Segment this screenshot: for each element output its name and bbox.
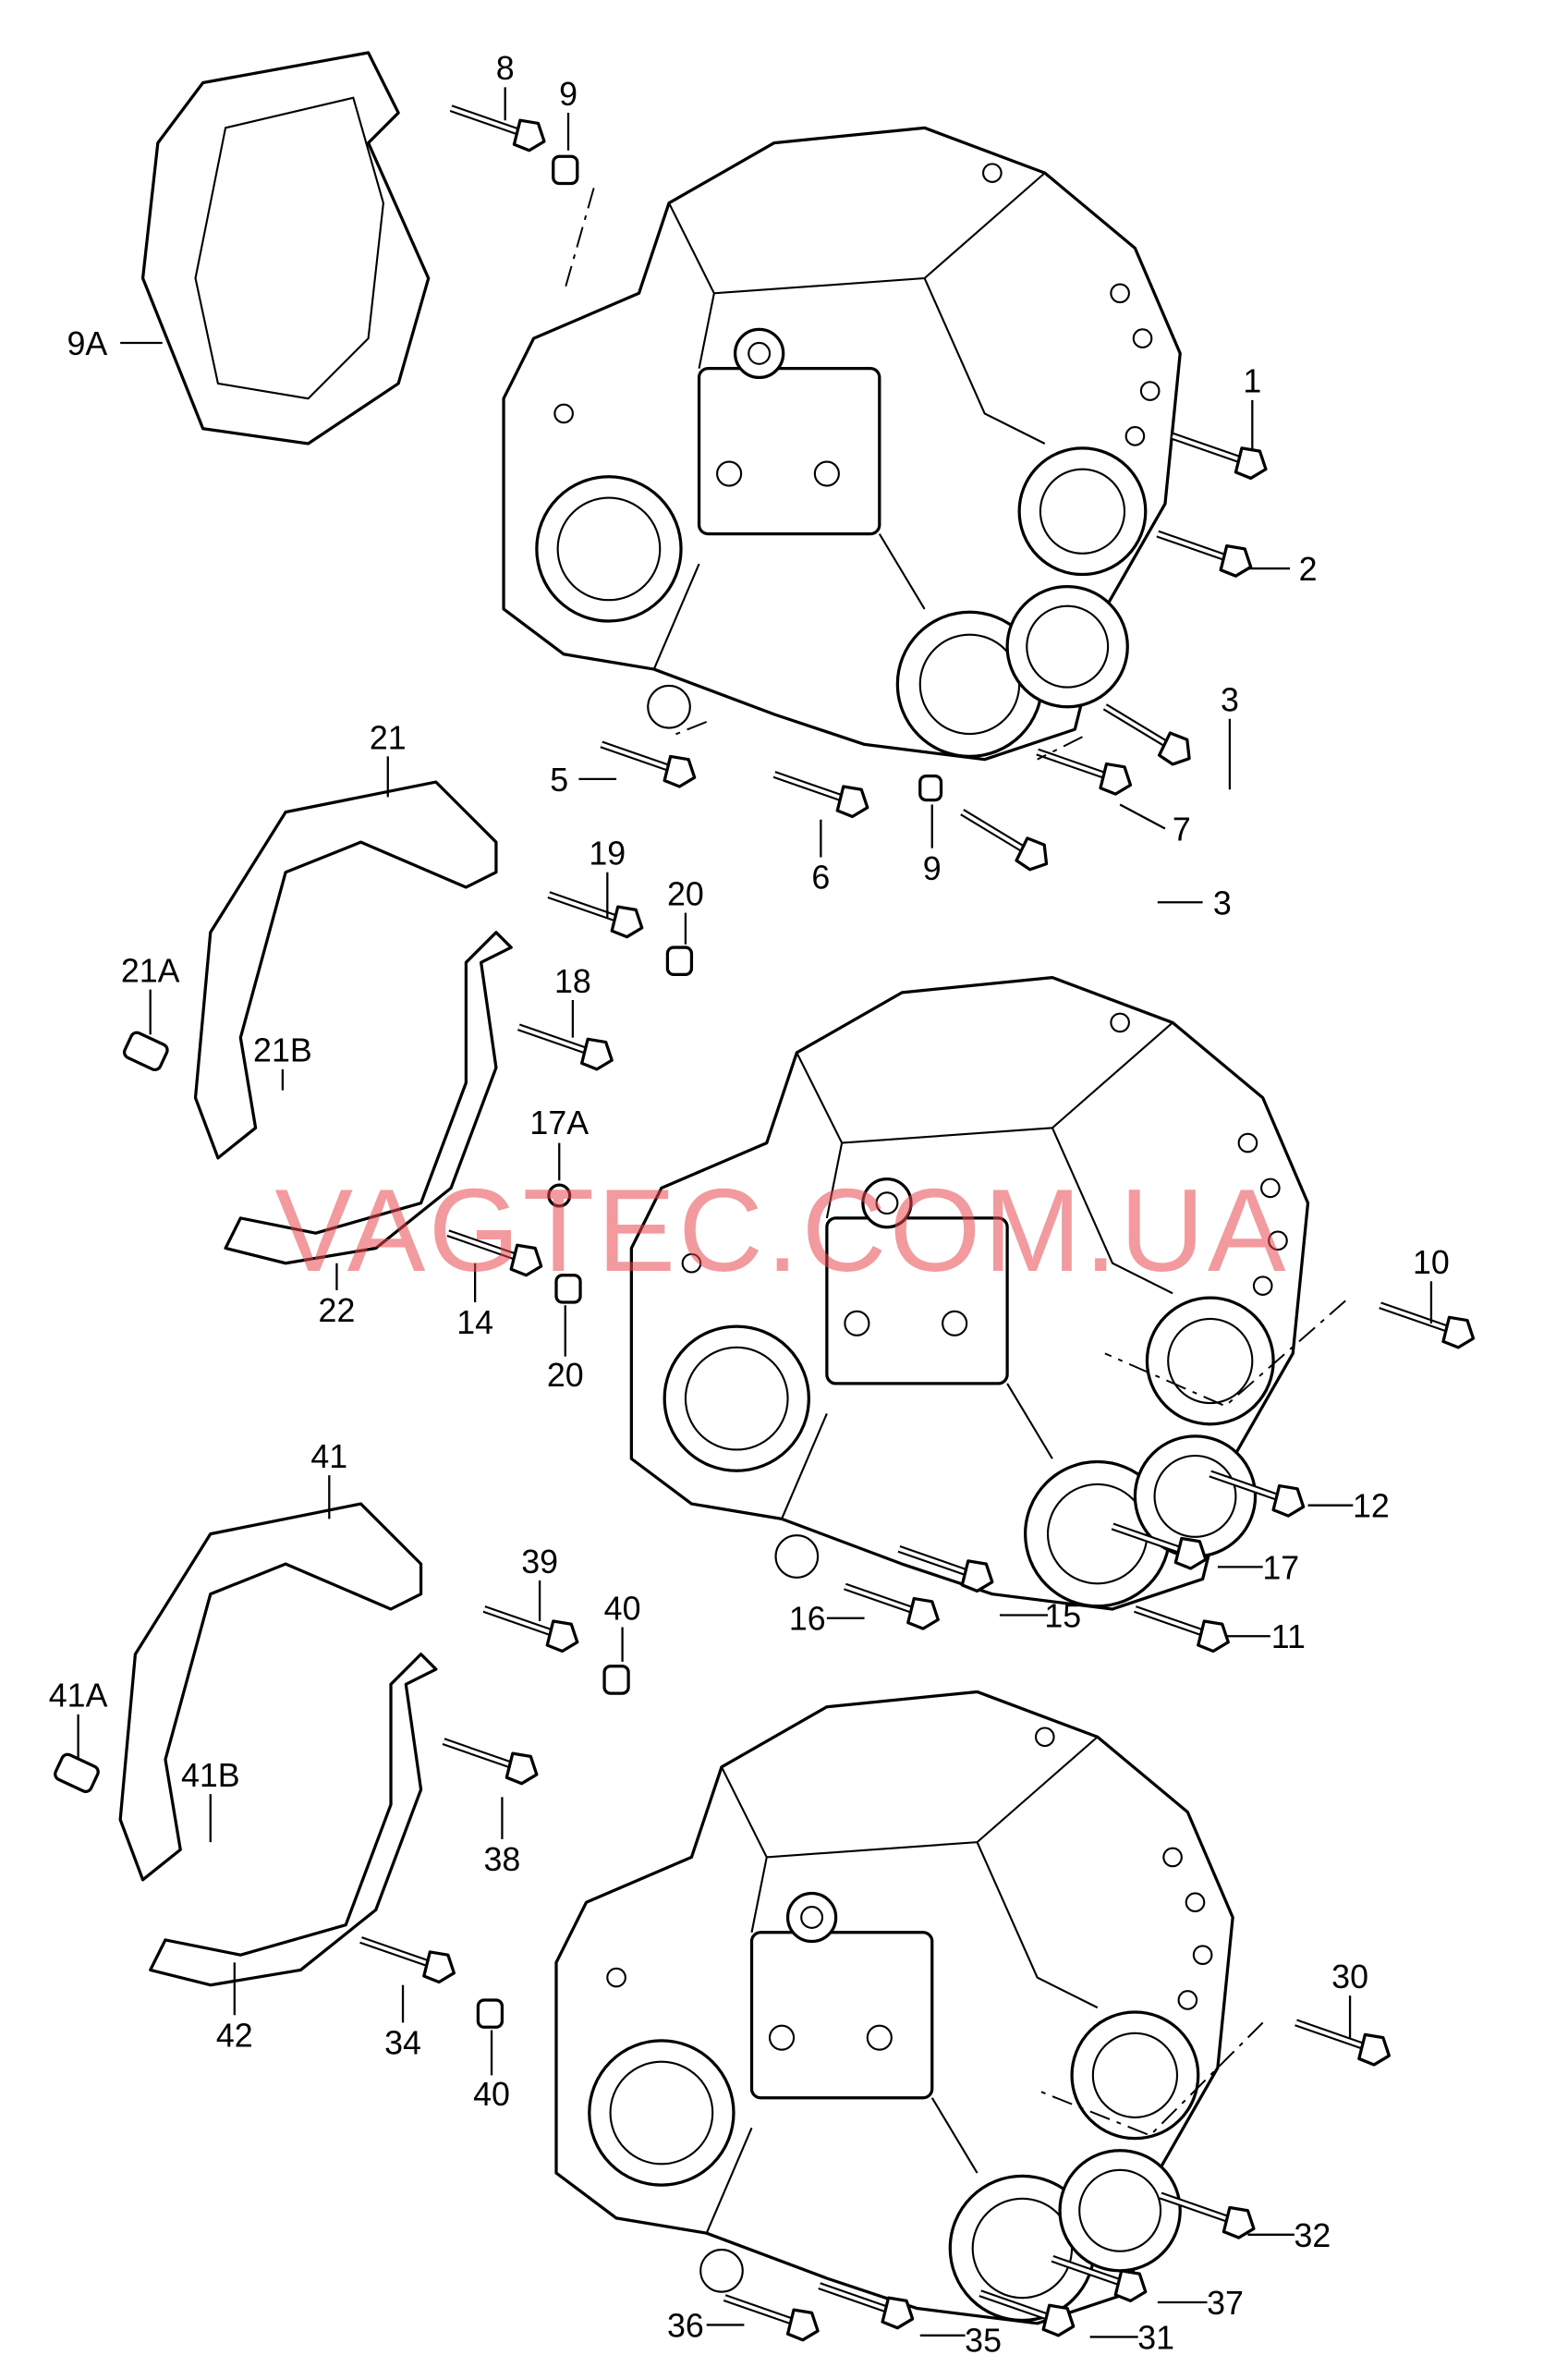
bolt-30 [1296,2022,1390,2065]
label-1: 1 [1243,363,1261,400]
label-17A: 17A [529,1104,589,1141]
leader-lines [77,87,1433,2338]
label-40b: 40 [473,2076,510,2113]
label-30: 30 [1331,1958,1368,1995]
label-40: 40 [604,1590,641,1627]
label-41B: 41B [181,1757,240,1794]
label-12: 12 [1353,1488,1390,1525]
bolt-19 [549,895,642,937]
label-21A: 21A [121,952,180,989]
sleeve-9b [918,774,943,802]
label-34: 34 [384,2025,421,2062]
label-7: 7 [1173,811,1191,848]
nut-17A [547,1183,572,1208]
label-42: 42 [216,2017,253,2054]
sleeve-20 [665,946,694,976]
label-20: 20 [667,876,704,913]
label-3b: 3 [1213,885,1232,921]
bolt-10 [1380,1305,1474,1348]
label-19: 19 [589,836,626,872]
label-11: 11 [1271,1618,1306,1655]
bolt-11 [1135,1609,1228,1652]
label-16: 16 [789,1601,826,1638]
sleeve-9 [552,154,579,186]
label-17: 17 [1262,1549,1299,1586]
label-21: 21 [370,719,407,756]
bolt-34 [360,1940,454,1983]
bolt-5 [602,744,695,787]
gearbox-housing-1 [502,126,1182,762]
label-20b: 20 [547,1357,584,1394]
bolt-36 [724,2298,818,2340]
label-8: 8 [496,50,515,87]
gasket-41-42 [118,1502,438,1987]
sleeve-40 [602,1665,630,1695]
bolt-2 [1158,534,1251,577]
pin-21A [122,1031,169,1072]
label-18: 18 [554,963,591,1000]
label-36: 36 [667,2307,704,2344]
watermark: VAGTEC.COM.UA [274,1165,1288,1296]
gearbox-housing-3 [554,1690,1234,2325]
label-22: 22 [319,1292,356,1329]
bolt-7 [1038,752,1131,795]
label-6: 6 [811,860,830,897]
bolt-39 [484,1609,577,1652]
label-9: 9 [559,76,577,113]
label-10: 10 [1413,1244,1450,1281]
label-41: 41 [310,1438,347,1475]
label-2: 2 [1299,551,1318,588]
gasket-9A [140,51,431,445]
label-37: 37 [1207,2285,1244,2322]
label-15: 15 [1044,1597,1081,1634]
bolt-18 [518,1027,612,1069]
label-39: 39 [521,1544,558,1580]
label-41A: 41A [49,1678,108,1714]
label-9A: 9A [67,325,107,362]
bolt-16 [845,1587,938,1629]
bolt-3 [1096,707,1196,768]
label-32: 32 [1294,2217,1331,2254]
sleeve-20b [554,1274,582,1304]
label-38: 38 [484,1841,521,1878]
bolt-8 [451,108,544,151]
label-31: 31 [1137,2319,1174,2355]
label-3: 3 [1221,682,1239,719]
label-14: 14 [456,1304,493,1341]
label-35: 35 [965,2323,1002,2355]
bolt-38 [444,1741,537,1784]
bolt-3b [954,812,1053,873]
part-number-labels: 8 9 9A 1 2 3 5 6 9 7 3 21 19 20 18 21A 2… [49,50,1450,2355]
sleeve-40b [476,1998,504,2029]
label-9b: 9 [923,850,942,887]
label-21B: 21B [253,1032,312,1069]
pin-41A [54,1752,100,1794]
label-5: 5 [550,762,568,799]
bolt-6 [774,775,868,817]
